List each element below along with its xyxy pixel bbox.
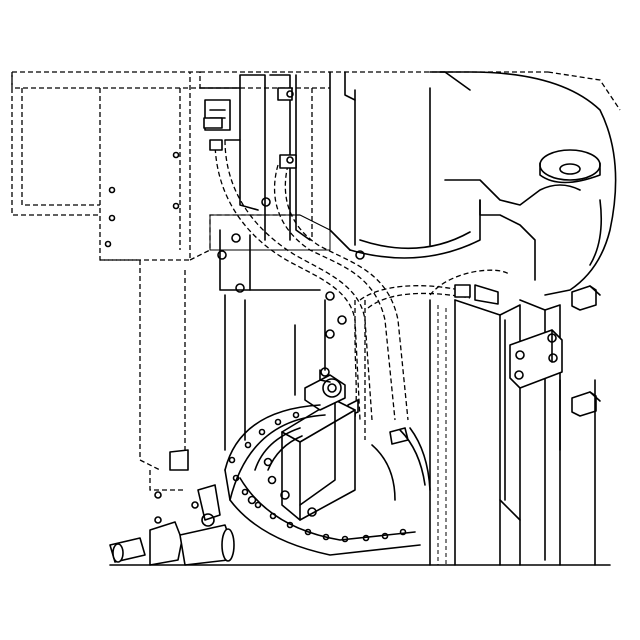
phantom-housing-left [12, 72, 300, 490]
pneumatic-fittings-bottom [110, 485, 234, 565]
mounting-plate [510, 330, 562, 388]
valve-actuator [281, 368, 355, 520]
main-column [330, 72, 480, 258]
right-housing [440, 72, 616, 295]
